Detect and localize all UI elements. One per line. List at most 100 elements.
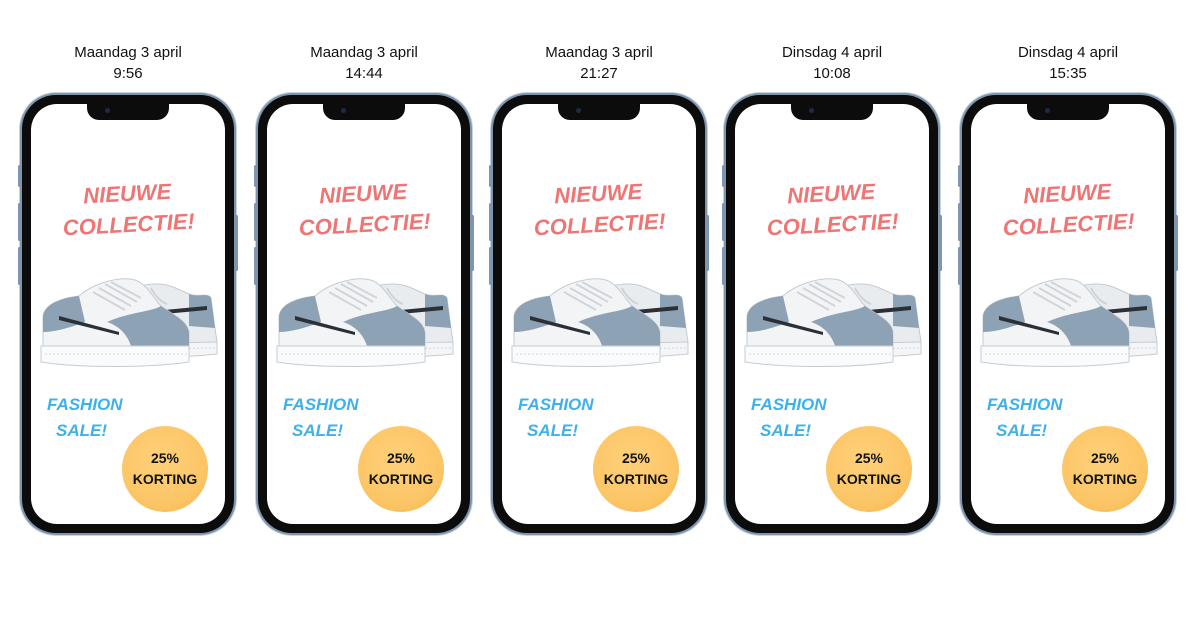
timestamp-time: 14:44: [345, 65, 383, 82]
phone-side-button: [254, 203, 257, 241]
timestamp-date: Dinsdag 4 april: [1017, 44, 1119, 61]
front-sneaker: [744, 278, 894, 367]
ad-headline: NIEUWE COLLECTIE!: [31, 173, 225, 245]
phone-notch: [791, 104, 873, 120]
phone-side-button: [958, 165, 961, 187]
timestamp-time: 15:35: [1049, 65, 1087, 82]
ad-headline: NIEUWE COLLECTIE!: [735, 173, 929, 245]
camera-icon: [1045, 108, 1050, 113]
phone-side-button: [471, 215, 474, 271]
discount-badge: 25% KORTING: [593, 426, 679, 512]
timestamp: Maandag 3 april 14:44: [256, 42, 472, 84]
phone-side-button: [722, 247, 725, 285]
sale-text: FASHION SALE!: [518, 392, 594, 444]
phone-notch: [323, 104, 405, 120]
timestamp: Maandag 3 april 9:56: [20, 42, 236, 84]
timestamp: Dinsdag 4 april 15:35: [960, 42, 1176, 84]
ad-headline: NIEUWE COLLECTIE!: [502, 173, 696, 245]
sale-text: FASHION SALE!: [47, 392, 123, 444]
discount-badge-label: KORTING: [603, 471, 669, 487]
phone-slot: Maandag 3 april 21:27 NIEUWE COLLECTIE!: [489, 0, 709, 560]
sale-text-line1: FASHION: [518, 395, 594, 414]
phone-screen: NIEUWE COLLECTIE! FASHION: [502, 104, 696, 524]
phone-side-button: [235, 215, 238, 271]
phone-side-button: [489, 247, 492, 285]
sale-text: FASHION SALE!: [283, 392, 359, 444]
phone-screen: NIEUWE COLLECTIE! FASHION: [267, 104, 461, 524]
discount-badge: 25% KORTING: [1062, 426, 1148, 512]
discount-badge: 25% KORTING: [358, 426, 444, 512]
phone-side-button: [958, 247, 961, 285]
front-sneaker: [40, 278, 190, 367]
sale-text: FASHION SALE!: [751, 392, 827, 444]
sale-text: FASHION SALE!: [987, 392, 1063, 444]
camera-icon: [576, 108, 581, 113]
sale-text-line2: SALE!: [56, 421, 107, 440]
sale-text-line1: FASHION: [47, 395, 123, 414]
sneakers-image: [275, 262, 455, 380]
phone-screen: NIEUWE COLLECTIE! FASHION: [971, 104, 1165, 524]
sneakers-image: [510, 262, 690, 380]
phone-frame: NIEUWE COLLECTIE! FASHION: [489, 95, 709, 533]
discount-badge-label: KORTING: [368, 471, 434, 487]
phone-side-button: [722, 165, 725, 187]
sneakers-image: [743, 262, 923, 380]
sale-text-line1: FASHION: [987, 395, 1063, 414]
camera-icon: [341, 108, 346, 113]
sale-text-line1: FASHION: [283, 395, 359, 414]
phone-notch: [87, 104, 169, 120]
timestamp-date: Maandag 3 april: [545, 44, 653, 61]
phone-screen: NIEUWE COLLECTIE! FASHION: [31, 104, 225, 524]
phone-side-button: [254, 165, 257, 187]
timestamp-time: 10:08: [813, 65, 851, 82]
sneakers-image: [39, 262, 219, 380]
phone-frame: NIEUWE COLLECTIE! FASHION: [958, 95, 1178, 533]
timestamp-date: Maandag 3 april: [74, 44, 182, 61]
phone-side-button: [18, 165, 21, 187]
phone-screen: NIEUWE COLLECTIE! FASHION: [735, 104, 929, 524]
timestamp-date: Dinsdag 4 april: [781, 44, 883, 61]
sale-text-line2: SALE!: [996, 421, 1047, 440]
discount-badge: 25% KORTING: [826, 426, 912, 512]
phone-frame: NIEUWE COLLECTIE! FASHION: [722, 95, 942, 533]
phone-slot: Maandag 3 april 9:56 NIEUWE COLLECTIE!: [18, 0, 238, 560]
front-sneaker: [511, 278, 661, 367]
phone-side-button: [18, 247, 21, 285]
discount-badge-percent: 25%: [854, 450, 884, 466]
discount-badge-label: KORTING: [836, 471, 902, 487]
phone-side-button: [958, 203, 961, 241]
phone-side-button: [1175, 215, 1178, 271]
discount-badge-label: KORTING: [132, 471, 198, 487]
phone-side-button: [489, 165, 492, 187]
phone-side-button: [254, 247, 257, 285]
discount-badge-percent: 25%: [1090, 450, 1120, 466]
phone-notch: [1027, 104, 1109, 120]
phone-notch: [558, 104, 640, 120]
timestamp: Maandag 3 april 21:27: [491, 42, 707, 84]
phone-slot: Dinsdag 4 april 10:08 NIEUWE COLLECTIE!: [722, 0, 942, 560]
discount-badge-percent: 25%: [150, 450, 180, 466]
timestamp-date: Maandag 3 april: [310, 44, 418, 61]
sale-text-line2: SALE!: [760, 421, 811, 440]
phone-side-button: [18, 203, 21, 241]
timestamp-time: 9:56: [113, 65, 143, 82]
discount-badge: 25% KORTING: [122, 426, 208, 512]
discount-badge-percent: 25%: [621, 450, 651, 466]
timestamp-time: 21:27: [580, 65, 618, 82]
camera-icon: [809, 108, 814, 113]
camera-icon: [105, 108, 110, 113]
phone-slot: Maandag 3 april 14:44 NIEUWE COLLECTIE!: [254, 0, 474, 560]
sale-text-line2: SALE!: [527, 421, 578, 440]
phone-side-button: [706, 215, 709, 271]
phone-side-button: [489, 203, 492, 241]
sale-text-line2: SALE!: [292, 421, 343, 440]
discount-badge-label: KORTING: [1072, 471, 1138, 487]
front-sneaker: [980, 278, 1130, 367]
timestamp: Dinsdag 4 april 10:08: [724, 42, 940, 84]
phone-slot: Dinsdag 4 april 15:35 NIEUWE COLLECTIE!: [958, 0, 1178, 560]
discount-badge-percent: 25%: [386, 450, 416, 466]
front-sneaker: [276, 278, 426, 367]
sale-text-line1: FASHION: [751, 395, 827, 414]
phone-frame: NIEUWE COLLECTIE! FASHION: [18, 95, 238, 533]
phone-side-button: [939, 215, 942, 271]
